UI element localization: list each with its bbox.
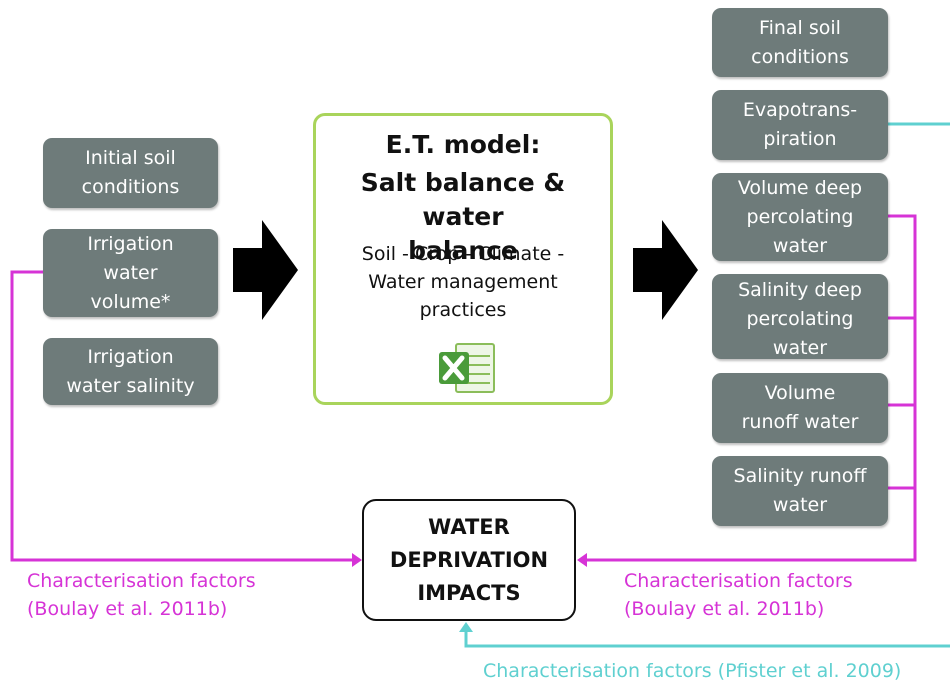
output-salinity-runoff: Salinity runoff water: [712, 456, 888, 526]
output-volume-runoff: Volume runoff water: [712, 373, 888, 443]
cf-left-line1: Characterisation factors: [27, 570, 256, 592]
arrow-model-to-output: [633, 220, 698, 320]
output-evapotranspiration: Evapotrans- piration: [712, 90, 888, 160]
model-title: E.T. model:: [385, 130, 541, 159]
model-title-line2: Salt balance & water balance: [360, 168, 566, 265]
cf-left-line2: (Boulay et al. 2011b): [27, 598, 228, 620]
cf-bottom-label: Characterisation factors (Pfister et al.…: [483, 660, 902, 682]
right-magenta-arrowhead: [577, 553, 587, 567]
output-volume-deep-percolating: Volume deep percolating water: [712, 173, 888, 261]
arrow-input-to-model: [233, 220, 298, 320]
water-deprivation-impacts-box: WATER DEPRIVATION IMPACTS: [362, 499, 576, 621]
output-salinity-deep-percolating: Salinity deep percolating water: [712, 274, 888, 359]
cf-right-line1: Characterisation factors: [624, 570, 853, 592]
output-final-soil: Final soil conditions: [712, 8, 888, 77]
et-model-box: E.T. model: Salt balance & water balance…: [313, 113, 613, 405]
input-irrigation-volume: Irrigation water volume*: [43, 229, 218, 317]
cf-right-label: Characterisation factors (Boulay et al. …: [624, 567, 853, 623]
input-irrigation-salinity: Irrigation water salinity: [43, 338, 218, 405]
cyan-bottom-line: [464, 630, 950, 648]
left-magenta-line: [10, 270, 352, 562]
input-initial-soil: Initial soil conditions: [43, 138, 218, 208]
cf-left-label: Characterisation factors (Boulay et al. …: [27, 567, 256, 623]
cyan-arrowhead: [459, 622, 473, 632]
model-subtitle: Soil - Crop - Climate - Water management…: [361, 243, 565, 321]
right-magenta-bracket: [586, 214, 917, 562]
excel-icon: [439, 343, 495, 393]
left-magenta-arrowhead: [352, 553, 362, 567]
cf-right-line2: (Boulay et al. 2011b): [624, 598, 825, 620]
